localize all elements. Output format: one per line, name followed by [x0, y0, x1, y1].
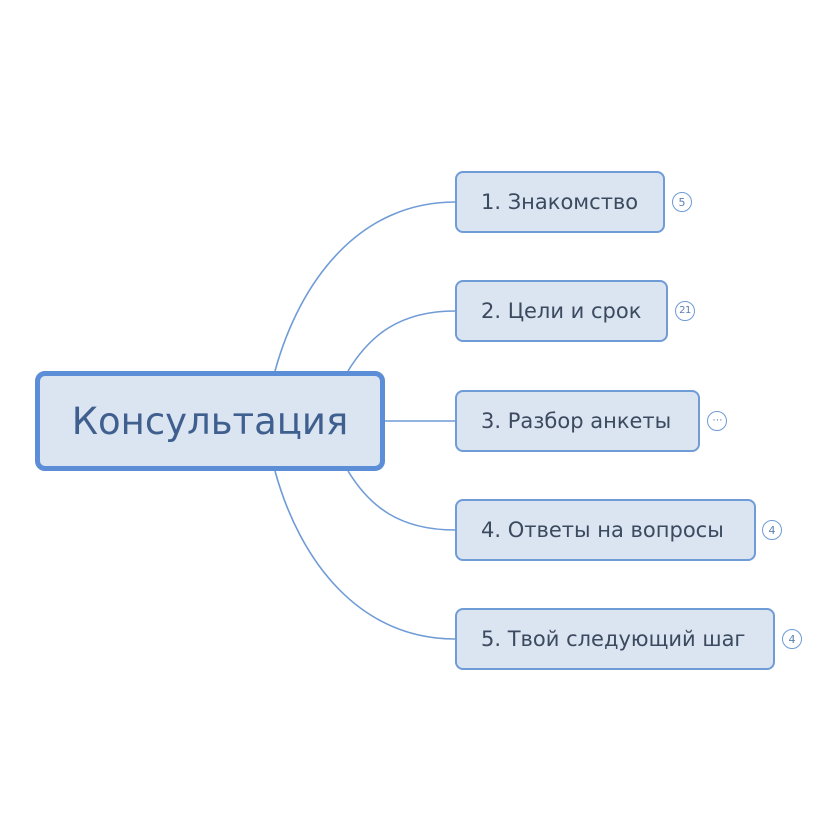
subtopic-count-badge[interactable]: 4 [782, 629, 802, 649]
central-topic[interactable]: Консультация [35, 371, 385, 471]
subtopic-count-badge[interactable]: 4 [762, 520, 782, 540]
branch-topic-label: 4. Ответы на вопросы [481, 518, 724, 542]
branch-topic-label: 1. Знакомство [481, 190, 639, 214]
connector-branch-1 [274, 201, 456, 372]
branch-topic-4[interactable]: 4. Ответы на вопросы [455, 499, 756, 561]
branch-topic-2[interactable]: 2. Цели и срок [455, 280, 668, 342]
branch-topic-1[interactable]: 1. Знакомство [455, 171, 665, 233]
connector-branch-2 [347, 310, 456, 372]
branch-topic-label: 3. Разбор анкеты [481, 409, 672, 433]
central-topic-label: Консультация [71, 399, 349, 443]
branch-topic-label: 2. Цели и срок [481, 299, 642, 323]
subtopic-count-badge[interactable]: 5 [672, 192, 692, 212]
branch-topic-3[interactable]: 3. Разбор анкеты [455, 390, 700, 452]
branch-topic-label: 5. Твой следующий шаг [481, 627, 746, 651]
subtopic-count-badge[interactable]: 21 [675, 301, 695, 321]
collapsed-subtopics-badge[interactable]: ⋯ [707, 411, 727, 431]
connector-branch-5 [274, 470, 456, 640]
connector-branch-4 [347, 470, 456, 531]
branch-topic-5[interactable]: 5. Твой следующий шаг [455, 608, 775, 670]
